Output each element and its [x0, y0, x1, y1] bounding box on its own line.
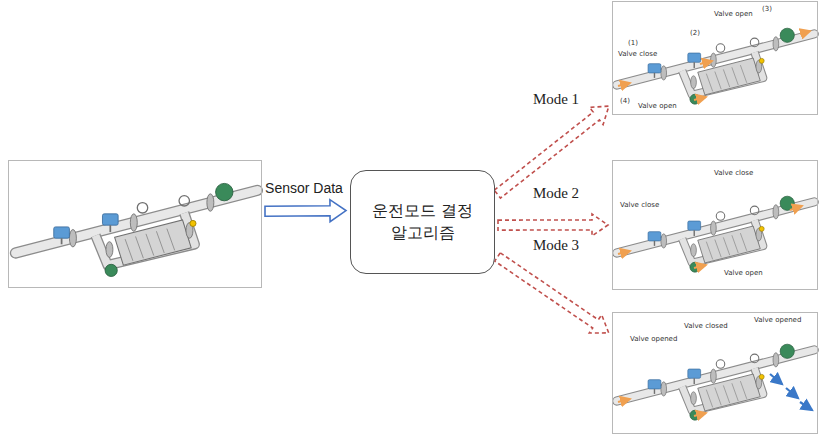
mode-arrow [495, 253, 609, 333]
mode-panel: Valve closeValve closeValve open [612, 160, 818, 290]
process-box: 운전모드 결정 알고리즘 [350, 170, 495, 274]
pipe-rig [617, 28, 814, 104]
valve-label: Valve close [617, 50, 658, 58]
edge-label: Mode 2 [531, 184, 581, 202]
valve-label: Valve open [637, 102, 678, 110]
valve-label: Valve closed [683, 322, 729, 330]
valve-label: Valve close [713, 169, 754, 177]
valve-label: Valve open [713, 10, 754, 18]
mode-arrow [498, 214, 608, 236]
callout-number: (2) [689, 29, 701, 37]
callout-number: (3) [761, 5, 773, 13]
pipe-rig [617, 344, 814, 420]
callout-number: (1) [627, 39, 639, 47]
flow-arrows-blue [770, 374, 812, 410]
edge-label: Sensor Data [263, 180, 345, 197]
process-label: 운전모드 결정 알고리즘 [363, 200, 483, 243]
valve-label: Valve opened [629, 335, 678, 343]
edge-label: Mode 3 [531, 236, 581, 254]
data-arrow [265, 200, 346, 222]
mode-panel: Valve open (3) (2) (1) Valve close (4) Valve o… [612, 1, 818, 115]
mode-panel: Valve openedValve closedValve opened [612, 312, 818, 434]
valve-label: Valve close [619, 201, 660, 209]
callout-number: (4) [619, 97, 631, 105]
valve-label: Valve opened [753, 316, 802, 324]
valve-label: Valve open [723, 269, 764, 277]
pipe-rig [15, 183, 257, 276]
illustration-panel [8, 160, 262, 288]
edge-label: Mode 1 [531, 90, 581, 108]
flow-arrows [618, 31, 810, 416]
pipe-rig [617, 196, 814, 272]
